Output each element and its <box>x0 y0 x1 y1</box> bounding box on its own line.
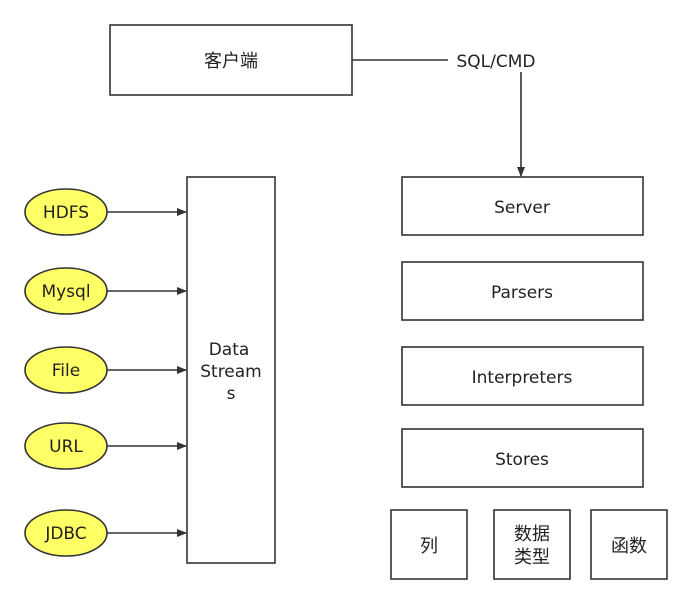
source-file-label: File <box>52 361 80 381</box>
datatype-node: 数据 类型 <box>493 509 571 580</box>
datatype-label-line1: 数据 <box>514 524 550 545</box>
server-stack: Server Parsers Interpreters Stores <box>401 176 644 488</box>
function-label: 函数 <box>611 536 647 557</box>
source-file: File <box>24 346 187 394</box>
connector-label: SQL/CMD <box>457 52 536 72</box>
interpreters-label: Interpreters <box>472 368 573 388</box>
server-node: Server <box>401 176 644 236</box>
data-streams-label-line3: s <box>227 384 236 404</box>
stores-label: Stores <box>495 450 549 470</box>
column-label: 列 <box>420 536 438 557</box>
source-hdfs: HDFS <box>24 188 187 236</box>
source-mysql-label: Mysql <box>41 282 90 302</box>
source-url-label: URL <box>49 437 83 457</box>
source-mysql: Mysql <box>24 267 187 315</box>
server-label: Server <box>494 198 550 218</box>
column-node: 列 <box>390 509 468 580</box>
data-streams-label-line1: Data <box>209 340 250 360</box>
data-streams-node: Data Stream s <box>186 176 276 564</box>
source-jdbc-label: JDBC <box>44 524 86 544</box>
data-streams-label-line2: Stream <box>200 362 262 382</box>
function-node: 函数 <box>590 509 668 580</box>
interpreters-node: Interpreters <box>401 346 644 406</box>
stores-node: Stores <box>401 428 644 488</box>
source-hdfs-label: HDFS <box>43 203 89 223</box>
source-url: URL <box>24 422 187 470</box>
client-node: 客户端 <box>109 24 353 96</box>
source-jdbc: JDBC <box>24 509 187 557</box>
parsers-node: Parsers <box>401 261 644 321</box>
datatype-label-line2: 类型 <box>514 547 550 568</box>
client-label: 客户端 <box>204 51 258 72</box>
parsers-label: Parsers <box>491 283 553 303</box>
